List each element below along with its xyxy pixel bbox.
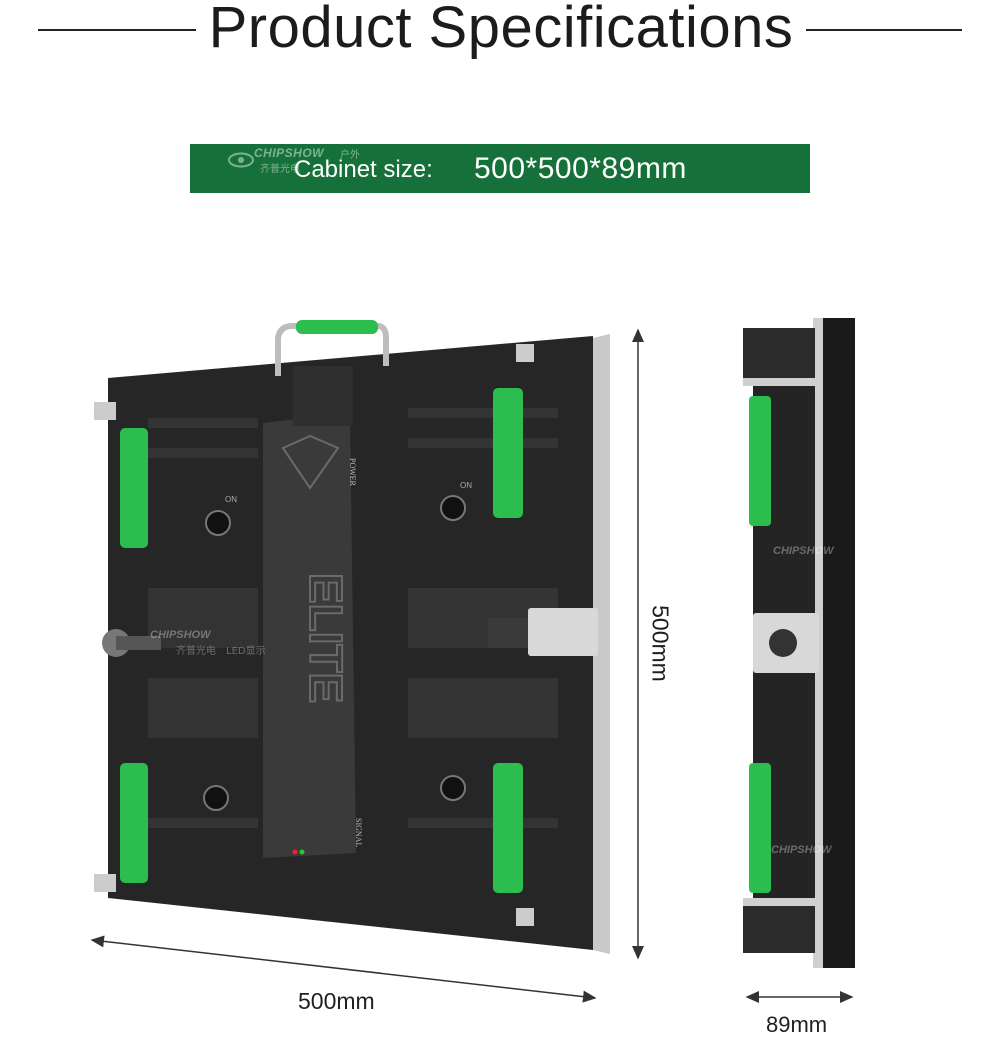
chipshow-logo-icon — [228, 152, 254, 168]
watermark-sub: 齐普光电 — [176, 644, 216, 657]
watermark-sub-b: LED显示 — [226, 645, 266, 657]
banner-logo-sub-b: 户外 — [340, 150, 360, 161]
right-lock-latch — [488, 618, 528, 648]
left-bottom-grip — [120, 763, 148, 883]
cabinet-size-value: 500*500*89mm — [474, 152, 687, 185]
side-led-face — [821, 318, 855, 968]
on-label-right: ON — [460, 481, 472, 490]
heat-sink — [293, 366, 353, 426]
right-lock-clamp — [528, 608, 598, 656]
side-bottom-rail — [743, 898, 815, 906]
corner-bracket-top-left — [94, 402, 116, 420]
diamond-logo-icon — [281, 434, 340, 490]
depth-dimension-label: 89mm — [766, 1012, 828, 1037]
signal-connector-left — [203, 785, 229, 811]
cabinet-size-label: Cabinet size: — [294, 156, 433, 183]
width-dimension-label: 500mm — [298, 988, 375, 1014]
cabinet-size-banner: CHIPSHOW 齐普光电 户外 Cabinet size: 500*500*8… — [190, 144, 810, 193]
led-cabinet-side-view: CHIPSHOW CHIPSHOW — [743, 318, 855, 968]
carry-handle-grip — [296, 320, 378, 334]
side-lock-knob — [769, 629, 797, 657]
central-spine — [263, 413, 356, 858]
power-connector-left — [205, 510, 231, 536]
signal-label: SIGNAL — [354, 818, 363, 847]
corner-bracket-bottom-right — [516, 908, 534, 926]
corner-bracket-top-right — [516, 344, 534, 362]
power-label: POWER — [348, 458, 357, 487]
side-watermark-brand-2: CHIPSHOW — [771, 844, 833, 856]
side-top-cap — [743, 328, 815, 378]
led-cabinet-back-view: ELITE POWER SIGNAL ON ON CHIPSHOW 齐普光电 L… — [94, 320, 610, 954]
title-rule-left — [38, 29, 196, 31]
indicator-led-red — [292, 849, 298, 855]
title-rule-right — [806, 29, 962, 31]
banner-logo-brand: CHIPSHOW — [254, 146, 324, 160]
left-top-grip — [120, 428, 148, 548]
width-arrow — [90, 935, 597, 1003]
title-row: Product Specifications — [0, 0, 1000, 60]
signal-connector-right — [440, 775, 466, 801]
side-top-rail — [743, 378, 815, 386]
watermark-brand: CHIPSHOW — [150, 629, 212, 641]
power-connector-right — [440, 495, 466, 521]
side-bottom-cap — [743, 903, 815, 953]
right-top-grip — [493, 388, 523, 518]
side-watermark-brand: CHIPSHOW — [773, 545, 835, 557]
cabinet-ribs — [148, 408, 558, 828]
left-lock-bar — [116, 636, 161, 650]
cabinet-frame-edge — [593, 334, 610, 954]
side-bottom-grip — [749, 763, 771, 893]
corner-bracket-bottom-left — [94, 874, 116, 892]
height-dimension-label: 500mm — [647, 605, 674, 682]
indicator-led-green — [299, 849, 305, 855]
banner-logo-sub: 齐普光电 — [260, 164, 300, 175]
side-top-grip — [749, 396, 771, 526]
right-bottom-grip — [493, 763, 523, 893]
on-label-left: ON — [225, 495, 237, 504]
page-title: Product Specifications — [208, 0, 794, 60]
elite-logo-text: ELITE — [300, 573, 352, 703]
